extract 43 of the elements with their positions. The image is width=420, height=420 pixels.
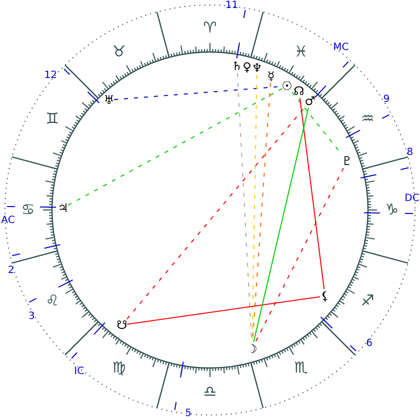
planet-symbol: ☽ <box>246 343 258 355</box>
zodiac-sign-symbol: ♐ <box>360 294 374 308</box>
zodiac-sign-symbol: ♋ <box>21 202 35 218</box>
zodiac-sign-symbol: ♒ <box>360 112 374 126</box>
aspect-line <box>126 296 320 325</box>
zodiac-sign-symbol: ♌ <box>46 294 60 308</box>
planet-symbol: ♄ <box>232 60 242 72</box>
planet-symbol: ♆ <box>252 62 262 74</box>
planet-symbol: ☊ <box>294 85 304 97</box>
zodiac-sign-symbol: ♏ <box>294 360 308 376</box>
aspect-line <box>253 108 309 342</box>
house-label: AC <box>1 216 15 226</box>
planet-symbol: ♀ <box>242 61 252 73</box>
planet-symbol: ⚸ <box>320 290 330 302</box>
house-label: 5 <box>185 409 192 419</box>
zodiac-sign-symbol: ♉ <box>112 44 126 60</box>
zodiac-sign-symbol: ♊ <box>46 112 60 126</box>
planet-symbol: ♂ <box>304 95 316 107</box>
planet-symbol: ♃ <box>58 202 68 214</box>
zodiac-sign-symbol: ♑ <box>385 202 399 218</box>
planet-symbol: ♅ <box>104 94 114 106</box>
planet-symbol: ☋ <box>116 319 128 331</box>
planet-symbol: ♇ <box>342 155 352 167</box>
planet-symbol: ☉ <box>282 80 292 92</box>
aspect-line <box>68 88 282 206</box>
planet-symbol: ☿ <box>267 70 275 82</box>
house-label: IC <box>74 366 84 377</box>
house-label: 2 <box>8 266 14 276</box>
aspect-line <box>255 168 344 342</box>
zodiac-sign-symbol: ♓ <box>294 44 308 60</box>
zodiac-sign-symbol: ♍ <box>112 360 126 376</box>
aspect-line <box>299 98 325 290</box>
zodiac-sign-symbol: ♎ <box>203 384 217 400</box>
aspect-line <box>126 106 306 320</box>
house-label: MC <box>333 43 349 54</box>
zodiac-sign-symbol: ♈ <box>203 20 217 36</box>
house-label: 8 <box>406 148 414 158</box>
house-label: DC <box>404 194 420 204</box>
house-label: 3 <box>28 312 35 322</box>
house-label: 9 <box>383 94 390 105</box>
house-label: 11 <box>225 1 238 11</box>
house-label: 6 <box>366 338 373 349</box>
house-label: 12 <box>44 71 58 82</box>
